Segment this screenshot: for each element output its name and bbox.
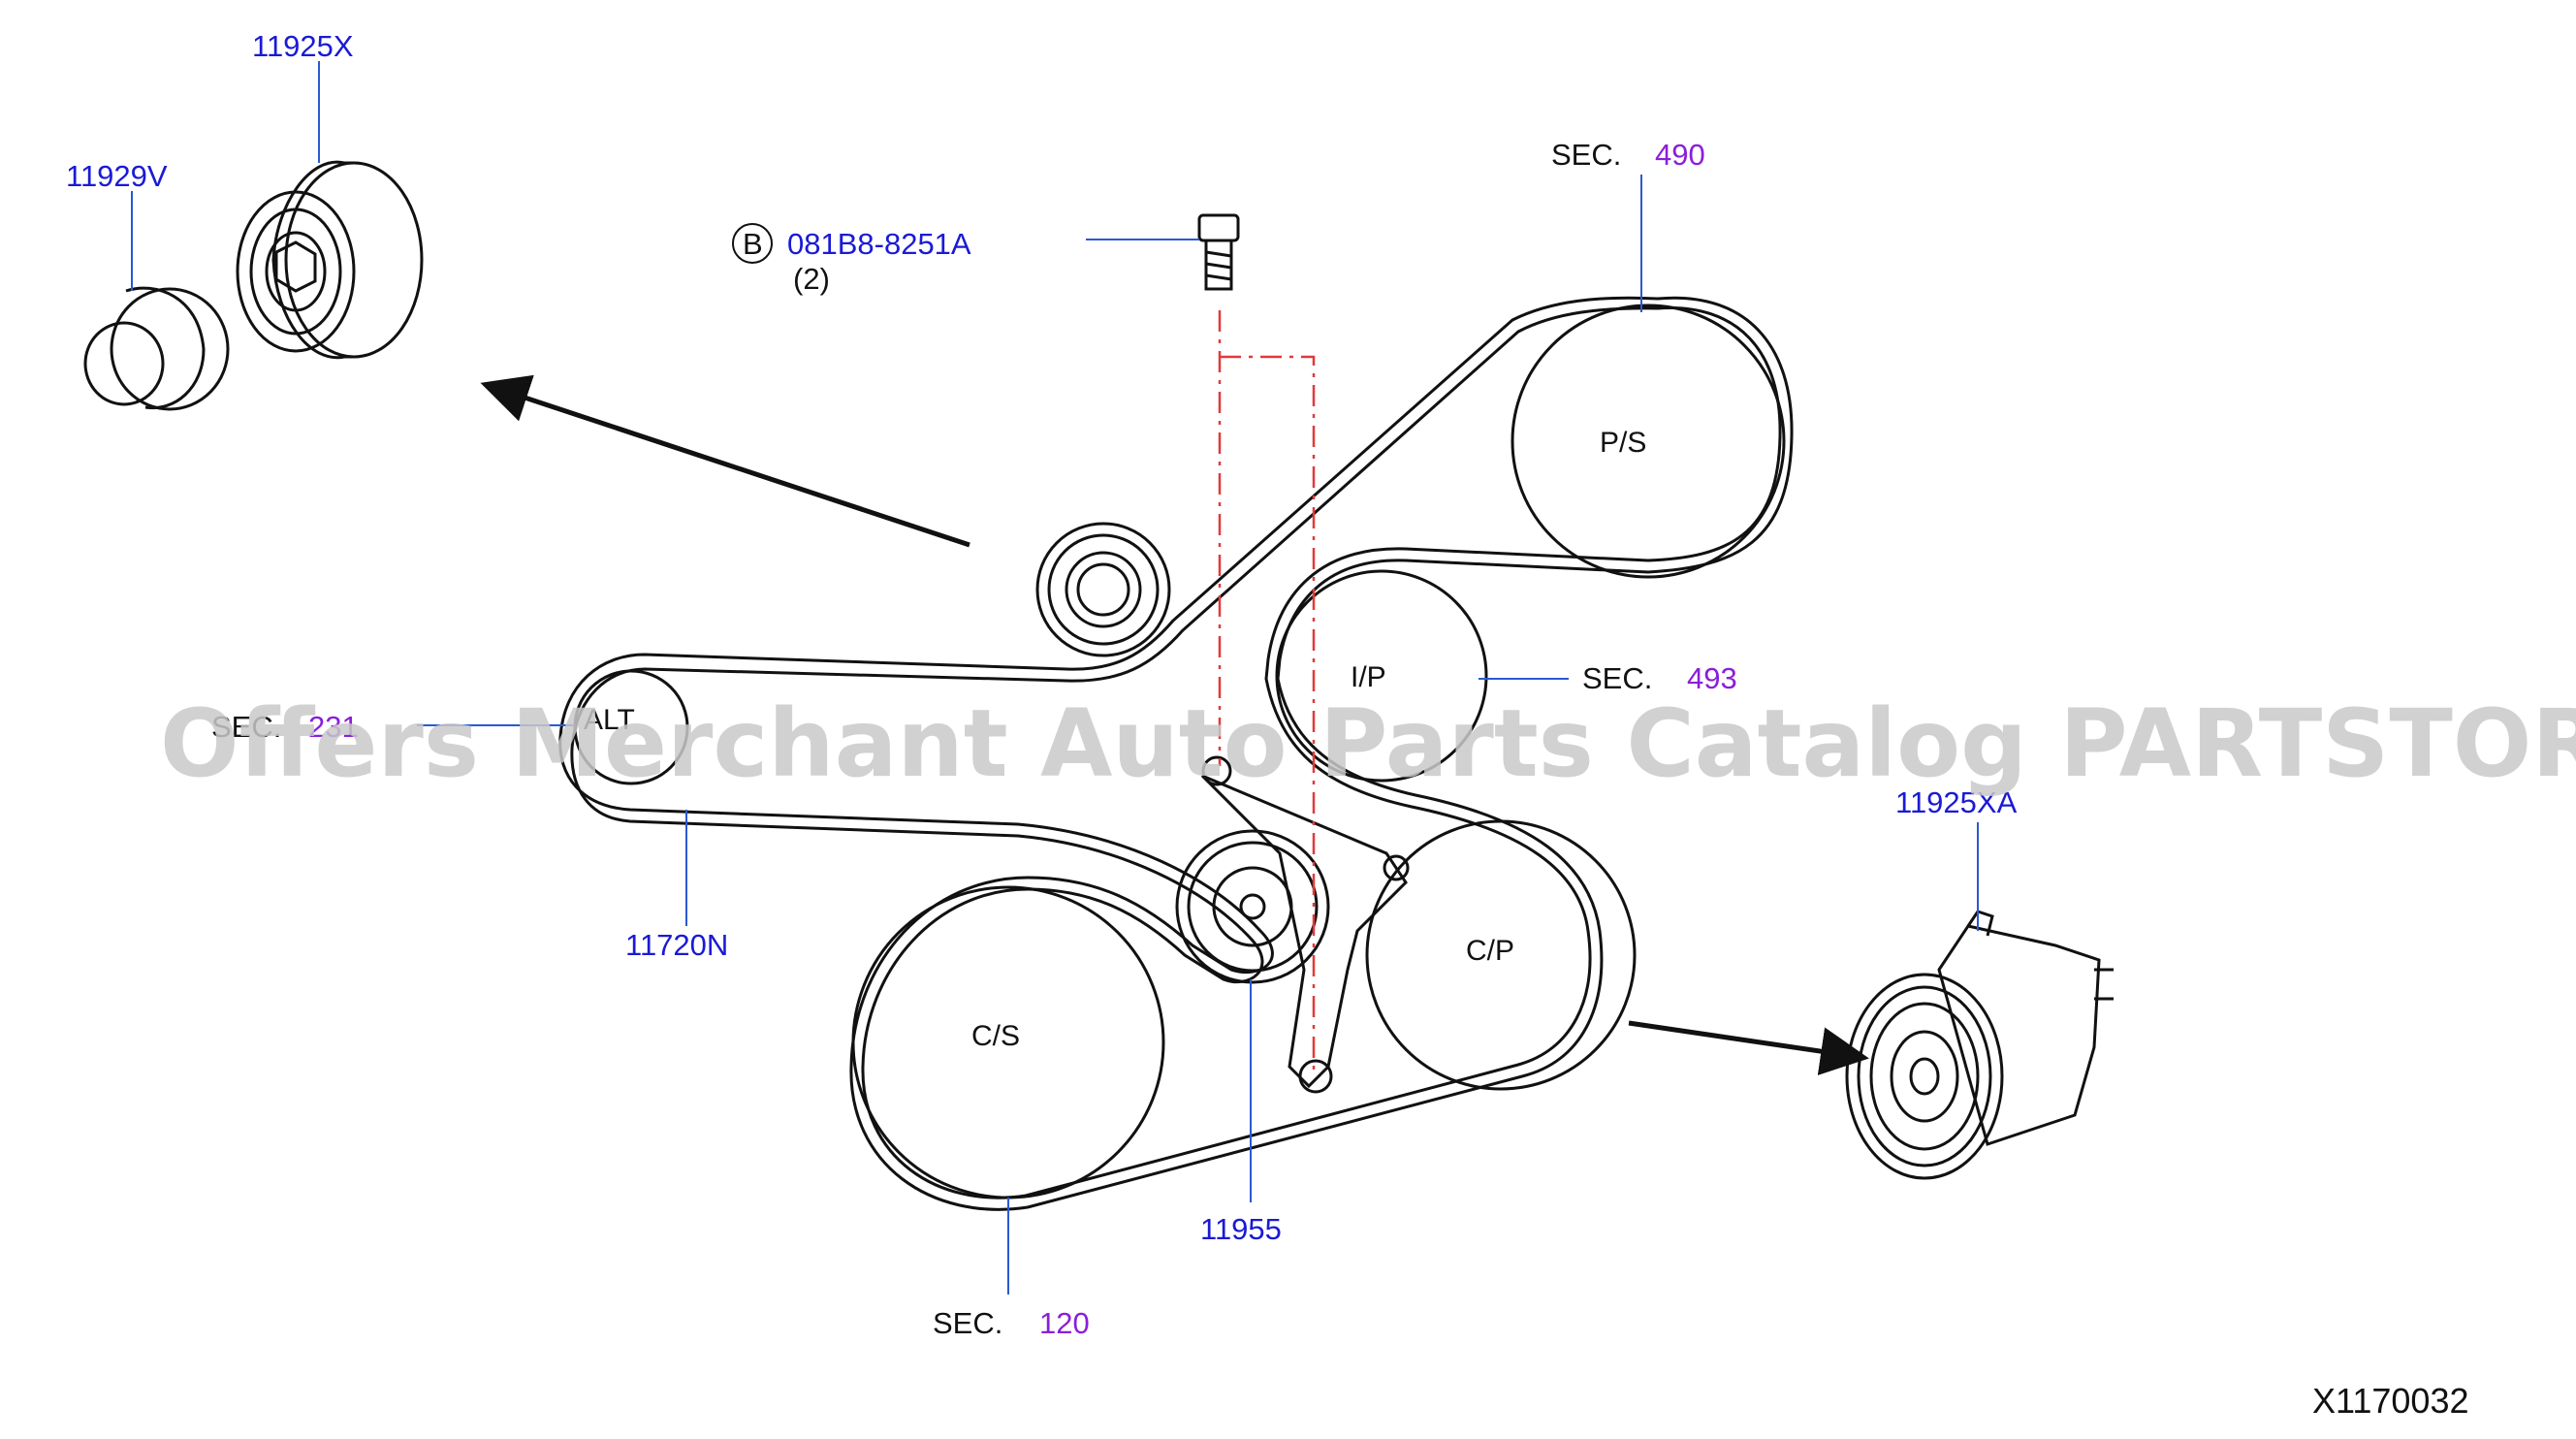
tensioner-assembly xyxy=(1175,755,1410,1094)
bolt-ref-circle xyxy=(732,223,773,264)
svg-text:493: 493 xyxy=(1687,661,1737,695)
part-bolt: 081B8-8251A xyxy=(787,227,971,261)
leader-lines xyxy=(131,61,1979,1295)
bolt-qty: (2) xyxy=(793,262,830,296)
cp-pulley xyxy=(1365,819,1637,1091)
alt-pulley xyxy=(573,669,689,785)
dust-cap-11929v-icon xyxy=(83,286,230,411)
part-11720n: 11720N xyxy=(625,928,728,962)
svg-text:231: 231 xyxy=(308,710,359,744)
label-cs: C/S xyxy=(971,1020,1020,1052)
label-alt: ALT xyxy=(584,704,635,736)
svg-text:SEC.: SEC. xyxy=(1582,661,1652,695)
watermark: Offers Merchant Auto Parts Catalog PARTS… xyxy=(160,689,2576,798)
diagram-id: X1170032 xyxy=(2312,1381,2469,1421)
pulley-assembly-11925xa-icon xyxy=(1845,910,2114,1180)
svg-text:SEC.: SEC. xyxy=(1551,138,1621,172)
svg-text:120: 120 xyxy=(1039,1306,1090,1340)
bolt-ref-letter: B xyxy=(743,227,763,261)
label-cp: C/P xyxy=(1466,935,1514,967)
label-ip: I/P xyxy=(1351,661,1386,693)
part-11955: 11955 xyxy=(1200,1212,1282,1246)
explode-arrows xyxy=(480,374,1869,1075)
label-ps: P/S xyxy=(1600,427,1646,459)
part-11925x: 11925X xyxy=(252,29,354,63)
svg-text:SEC.: SEC. xyxy=(211,710,281,744)
svg-text:490: 490 xyxy=(1655,138,1705,172)
bolt-icon xyxy=(1197,213,1240,291)
part-11929v: 11929V xyxy=(66,159,168,193)
sec-ref-493[interactable]: SEC. 493 xyxy=(1582,661,1737,695)
sec-ref-231[interactable]: SEC. 231 xyxy=(211,710,359,744)
ps-pulley xyxy=(1511,304,1786,579)
sec-ref-490[interactable]: SEC. 490 xyxy=(1551,138,1705,172)
svg-text:SEC.: SEC. xyxy=(933,1306,1002,1340)
idler-pulley-11925x-icon xyxy=(236,160,424,360)
ip-pulley xyxy=(1275,569,1488,783)
idler-pulley xyxy=(1035,522,1171,657)
centerline xyxy=(1218,310,1316,1071)
sec-ref-120[interactable]: SEC. 120 xyxy=(933,1306,1090,1340)
part-11925xa: 11925XA xyxy=(1895,785,2018,819)
